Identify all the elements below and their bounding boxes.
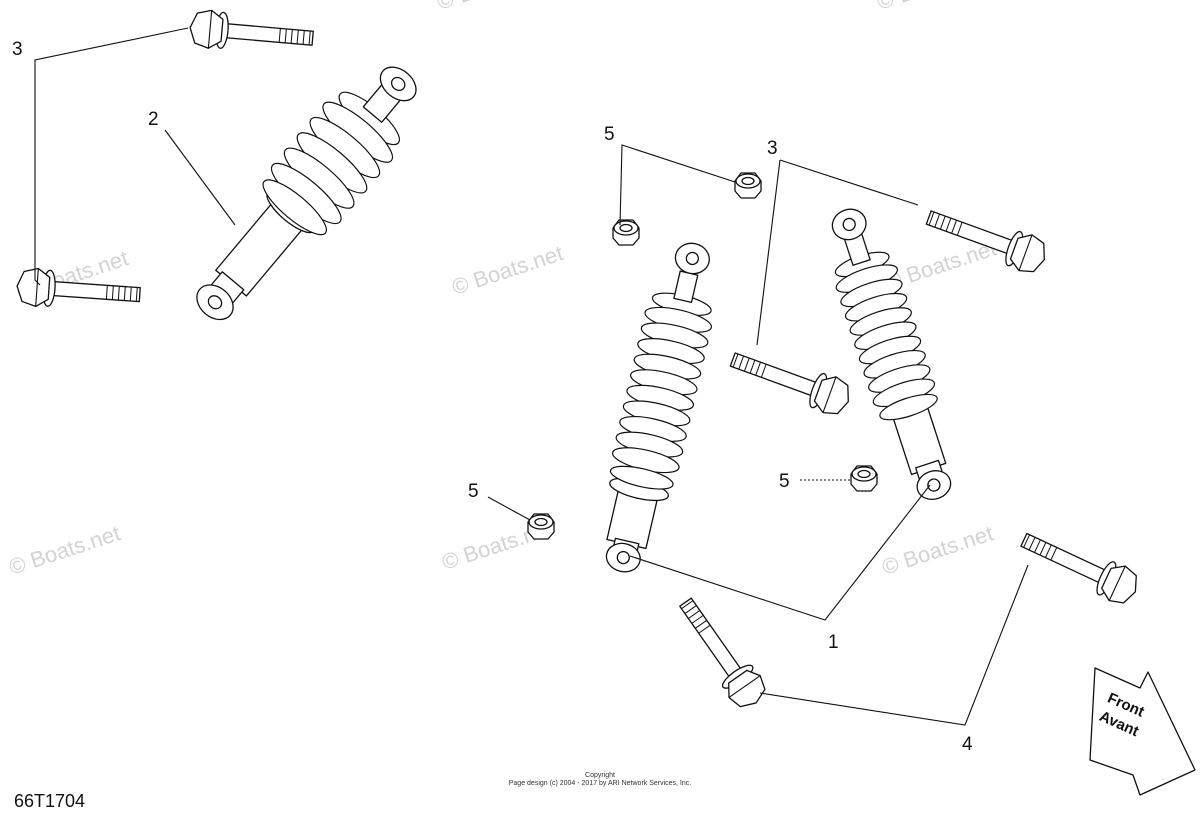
- callout-5-lower-right: 5: [779, 471, 790, 492]
- callout-4: 4: [962, 734, 973, 755]
- copyright-title: Copyright: [585, 772, 615, 779]
- callout-3-left: 3: [12, 39, 23, 60]
- watermark-text: © Boats.net: [874, 0, 991, 15]
- callout-2: 2: [148, 109, 159, 130]
- copyright-text: Page design (c) 2004 - 2017 by ARI Netwo…: [508, 780, 692, 787]
- nut-upper-left: [612, 219, 640, 246]
- bolt-middle: [725, 341, 856, 421]
- bolt-top-left: [187, 7, 315, 58]
- watermark-text: © Boats.net: [449, 240, 566, 299]
- callout-5-top: 5: [604, 124, 615, 145]
- diagram-code: 66T1704: [14, 791, 86, 811]
- front-shock-right: [831, 208, 952, 501]
- watermark-text: © Boats.net: [879, 520, 996, 579]
- front-direction-arrow: Front Avant: [1089, 667, 1196, 796]
- watermark-text: © Boats.net: [434, 0, 551, 15]
- nut-right: [850, 465, 878, 492]
- watermark-text: © Boats.net: [6, 520, 123, 579]
- callout-1: 1: [828, 632, 839, 653]
- bolt-lower-right: [1015, 521, 1145, 610]
- bolt-lower-left: [669, 590, 773, 715]
- callout-5-lower-left: 5: [468, 481, 479, 502]
- copyright-notice: Copyright Page design (c) 2004 - 2017 by…: [480, 772, 720, 788]
- nut-top: [734, 172, 762, 199]
- rear-shock-absorber: [196, 66, 417, 321]
- leader-lines: [34, 27, 1029, 726]
- front-shock-left: [605, 242, 713, 573]
- nut-lower-left: [527, 513, 555, 540]
- callout-3-right: 3: [767, 138, 778, 159]
